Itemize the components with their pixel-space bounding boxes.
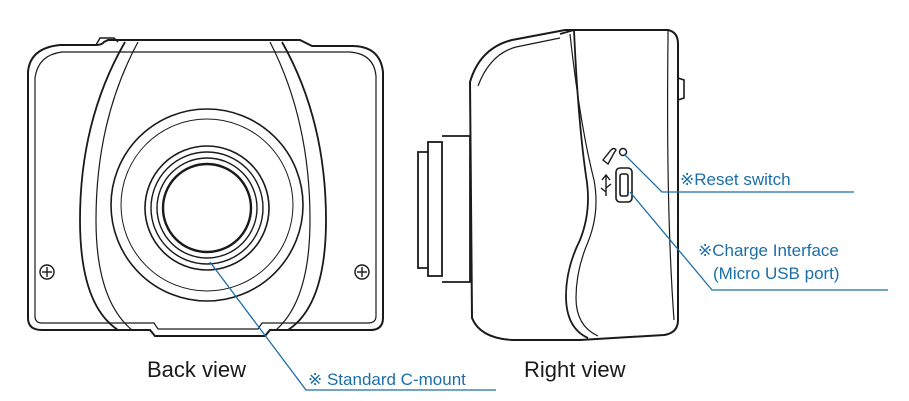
- screw-icon: [354, 264, 370, 280]
- usb-icon: [600, 173, 612, 196]
- c-mount-leader-line: [209, 261, 496, 391]
- back-view-drawing: [27, 37, 384, 337]
- screw-icon: [39, 264, 55, 280]
- c-mount-lens: [110, 108, 304, 302]
- reset-switch-icon: [602, 147, 628, 166]
- micro-usb-port: [615, 167, 633, 203]
- charge-interface-label: ※Charge Interface: [698, 241, 839, 260]
- reset-leader-line: [623, 153, 854, 193]
- micro-usb-label: (Micro USB port): [713, 264, 840, 283]
- c-mount-label: ※ Standard C-mount: [308, 370, 466, 389]
- right-view-drawing: [417, 28, 685, 341]
- back-view-title: Back view: [147, 357, 246, 382]
- right-view-title: Right view: [524, 357, 626, 382]
- reset-switch-label: ※Reset switch: [680, 170, 791, 189]
- charge-leader-line: [629, 191, 888, 291]
